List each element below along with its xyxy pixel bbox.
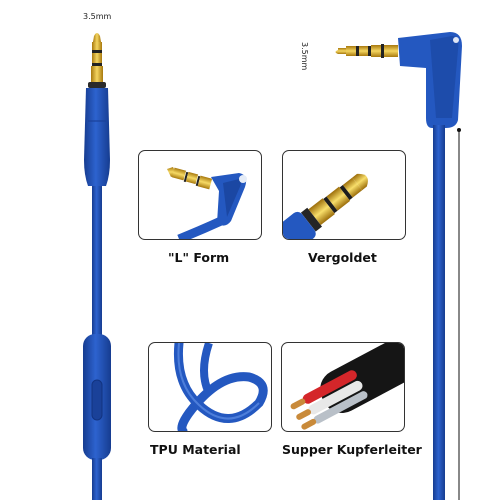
detail-panel-copper [281, 342, 405, 432]
copper-wire-image [290, 343, 404, 430]
gold-caption: Vergoldet [308, 250, 377, 265]
angled-plug [335, 32, 462, 128]
cable-angled [433, 125, 445, 500]
copper-caption: Supper Kupferleiter [282, 442, 422, 457]
length-marker [457, 128, 461, 500]
cable-straight-upper [92, 186, 102, 336]
gold-plug-image [283, 173, 368, 239]
tpu-cable-image [173, 343, 268, 431]
detail-panel-tpu [148, 342, 272, 432]
straight-size-label: 3.5mm [83, 12, 112, 21]
l-form-image [167, 167, 247, 239]
detail-panel-l-form [138, 150, 262, 240]
straight-plug [84, 33, 110, 186]
angled-size-label: 3.5mm [300, 42, 309, 71]
cable-straight-lower [92, 458, 102, 500]
inline-remote [83, 334, 111, 460]
l-form-caption: "L" Form [168, 250, 230, 265]
tpu-caption: TPU Material [150, 442, 241, 457]
detail-panel-gold [282, 150, 406, 240]
